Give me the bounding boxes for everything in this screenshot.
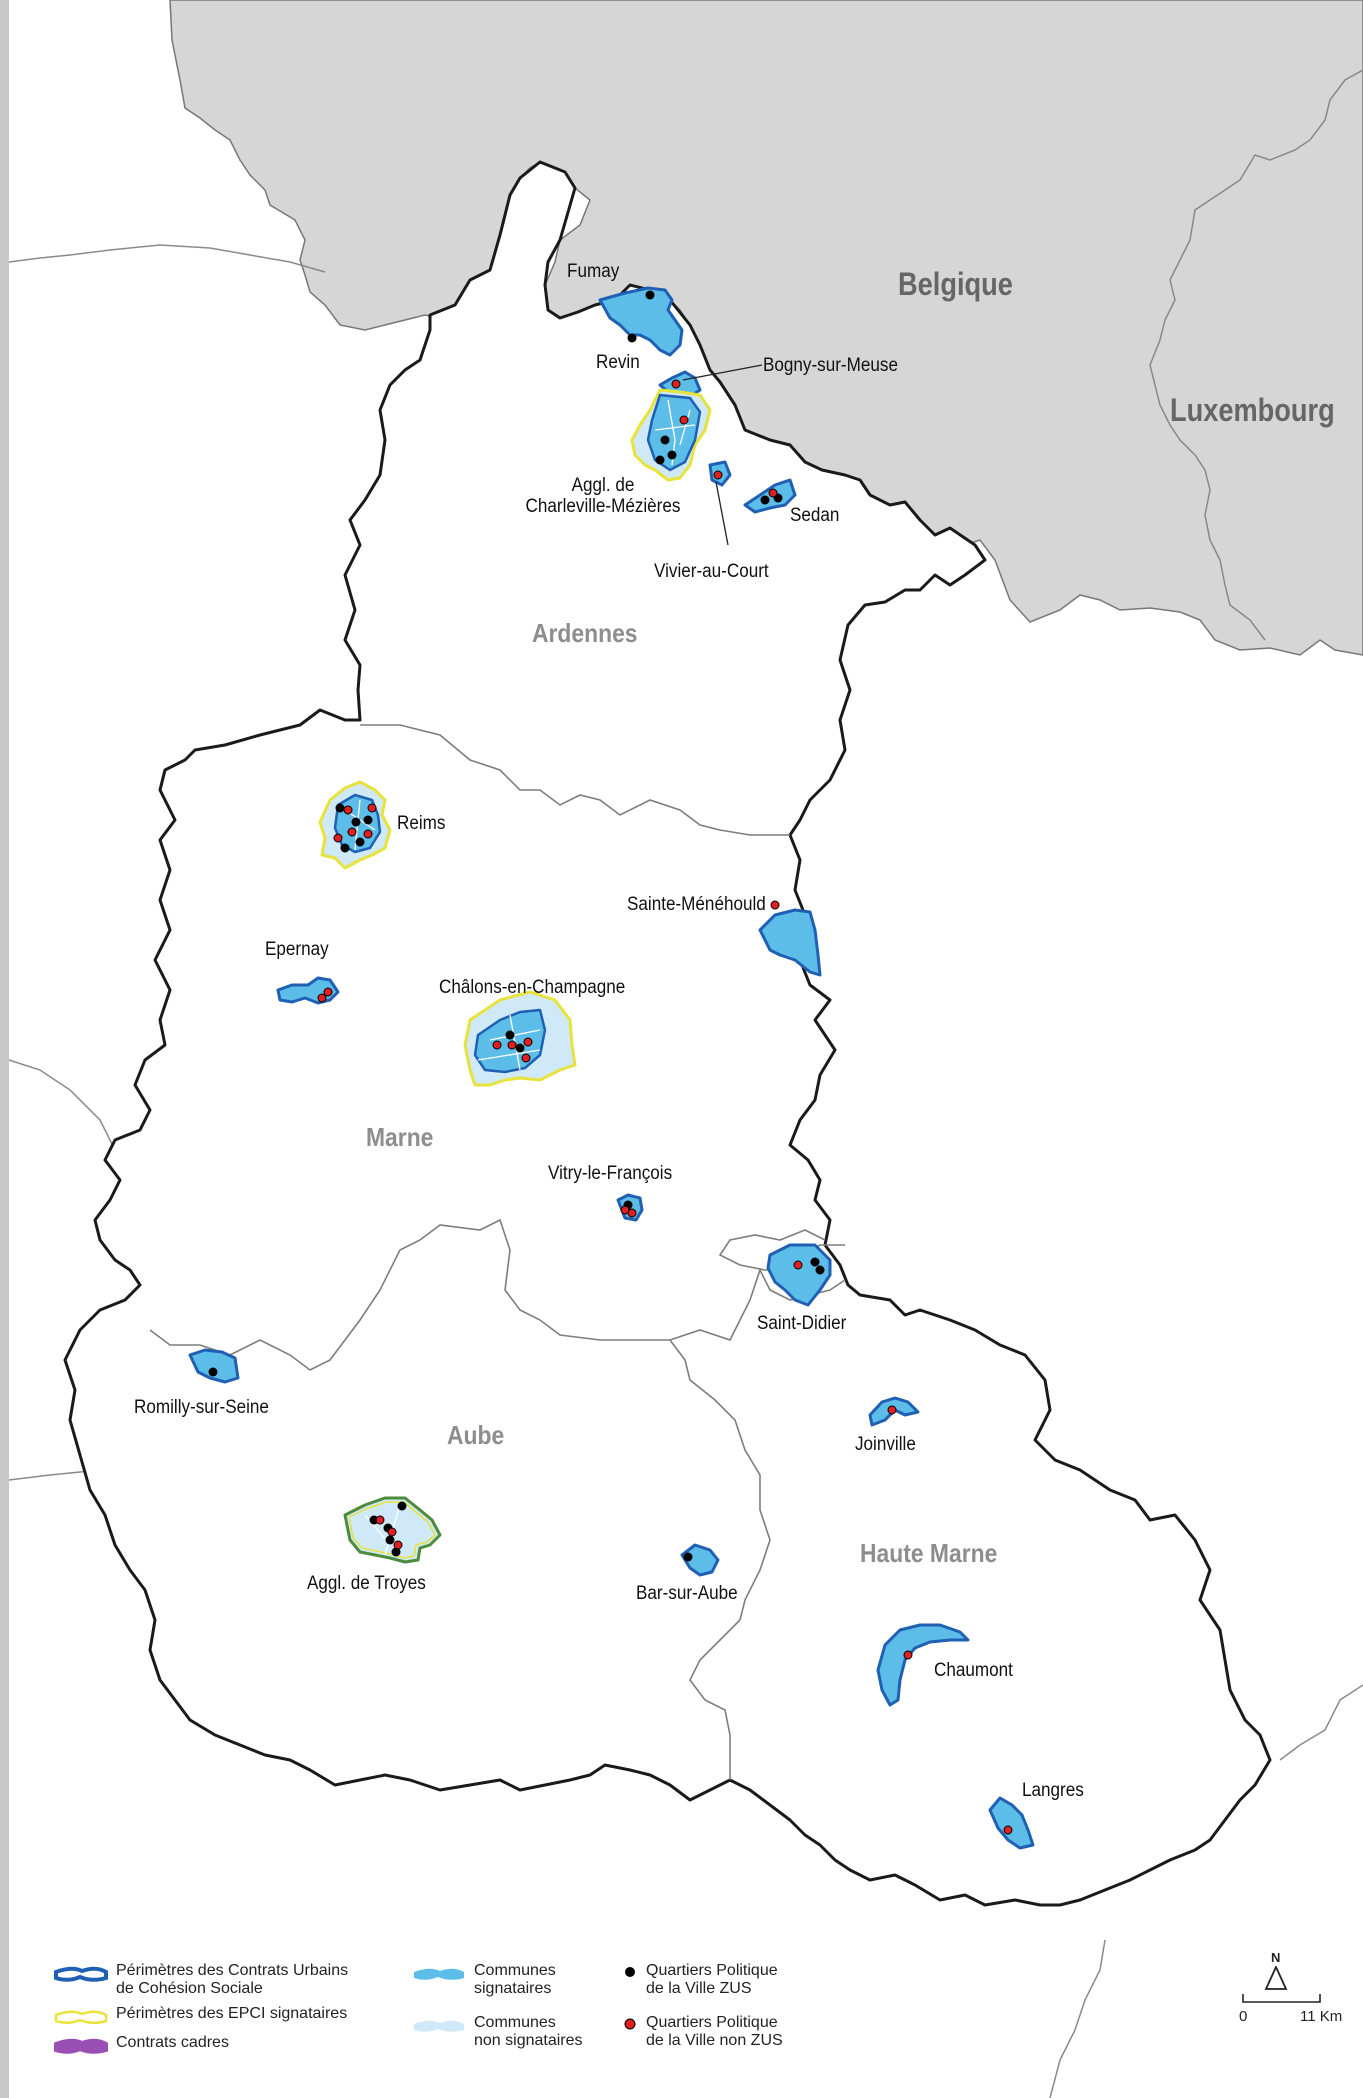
- legend-item-signataires: Communes signataires: [410, 1962, 556, 1997]
- place-label-bar-sur-aube: Bar-sur-Aube: [636, 1583, 738, 1604]
- scale-bar: N 0 11 Km: [1236, 1950, 1346, 2030]
- place-label-sedan: Sedan: [790, 505, 840, 526]
- north-label: N: [1271, 1950, 1281, 1965]
- place-label-langres: Langres: [1022, 1780, 1084, 1801]
- north-arrow-icon: [1264, 1966, 1288, 1990]
- legend-label-cadres: Contrats cadres: [116, 2034, 229, 2051]
- dept-label-ardennes: Ardennes: [532, 618, 638, 648]
- place-label-chaumont: Chaumont: [934, 1660, 1013, 1681]
- place-label-st-didier: Saint-Didier: [757, 1313, 847, 1334]
- area-chaumont: [876, 1623, 970, 1707]
- area-romilly: [188, 1348, 240, 1384]
- cadres-swatch: [54, 2038, 108, 2054]
- dept-label-haute-marne: Haute Marne: [860, 1538, 998, 1568]
- legend-label-non-signataires: Communes non signataires: [474, 2014, 583, 2049]
- area-fumay-revin: [598, 286, 684, 357]
- dept-label-marne: Marne: [366, 1122, 434, 1152]
- area-ste-menehould: [758, 908, 822, 977]
- legend-label-cucs: Périmètres des Contrats Urbains de Cohés…: [116, 1962, 349, 1997]
- legend-label-non-zus: Quartiers Politique de la Ville non ZUS: [646, 2014, 783, 2049]
- non-zus-marker-swatch: [624, 2018, 636, 2030]
- scale-distance: 11 Km: [1300, 2008, 1343, 2025]
- legend-item-cucs: Périmètres des Contrats Urbains de Cohés…: [52, 1962, 348, 1997]
- legend-item-epci: Périmètres des EPCI signataires: [52, 2005, 347, 2029]
- legend-label-signataires: Communes signataires: [474, 1962, 556, 1997]
- dept-label-aube: Aube: [447, 1420, 505, 1450]
- legend-item-zus: Quartiers Politique de la Ville ZUS: [600, 1962, 778, 1997]
- place-label-troyes: Aggl. de Troyes: [307, 1573, 426, 1594]
- legend-item-cadres: Contrats cadres: [52, 2034, 229, 2058]
- leader-lines: [682, 364, 763, 546]
- country-label-belgique: Belgique: [898, 266, 1013, 302]
- region-outline: [63, 160, 1272, 1907]
- legend-item-non-zus: Quartiers Politique de la Ville non ZUS: [600, 2014, 783, 2049]
- non-zus-markers: [317, 379, 1013, 1835]
- place-label-joinville: Joinville: [855, 1434, 916, 1455]
- country-label-luxembourg: Luxembourg: [1170, 392, 1335, 428]
- place-label-vitry: Vitry-le-François: [548, 1163, 673, 1184]
- legend-label-epci: Périmètres des EPCI signataires: [116, 2005, 348, 2022]
- epci-areas: [318, 388, 712, 1564]
- place-label-bogny: Bogny-sur-Meuse: [763, 355, 898, 376]
- legend-item-non-signataires: Communes non signataires: [410, 2014, 583, 2049]
- place-label-epernay: Epernay: [265, 939, 329, 960]
- legend-label-zus: Quartiers Politique de la Ville ZUS: [646, 1962, 778, 1997]
- left-frame-strip: [0, 0, 9, 2098]
- place-label-reims: Reims: [397, 813, 446, 834]
- area-bar-sur-aube: [680, 1543, 720, 1577]
- place-label-vivier: Vivier-au-Court: [654, 561, 769, 582]
- scale-zero: 0: [1239, 2008, 1248, 2025]
- zus-marker-swatch: [625, 1967, 635, 1977]
- luxembourg-border: [1149, 69, 1363, 641]
- place-label-romilly: Romilly-sur-Seine: [134, 1397, 269, 1418]
- place-label-charleville: Aggl. de Charleville-Mézières: [525, 475, 681, 517]
- place-label-fumay: Fumay: [567, 261, 620, 282]
- area-langres: [988, 1796, 1035, 1850]
- scale-line: [1242, 1994, 1321, 2003]
- cucs-swatch: [54, 1966, 108, 1982]
- non-signataires-swatch: [414, 2020, 464, 2032]
- place-label-revin: Revin: [596, 352, 640, 373]
- epci-swatch: [54, 2010, 108, 2024]
- place-label-ste-menehould: Sainte-Ménéhould: [627, 894, 766, 915]
- place-label-chalons: Châlons-en-Champagne: [439, 977, 626, 998]
- area-joinville: [868, 1396, 920, 1427]
- signataires-swatch: [414, 1968, 464, 1980]
